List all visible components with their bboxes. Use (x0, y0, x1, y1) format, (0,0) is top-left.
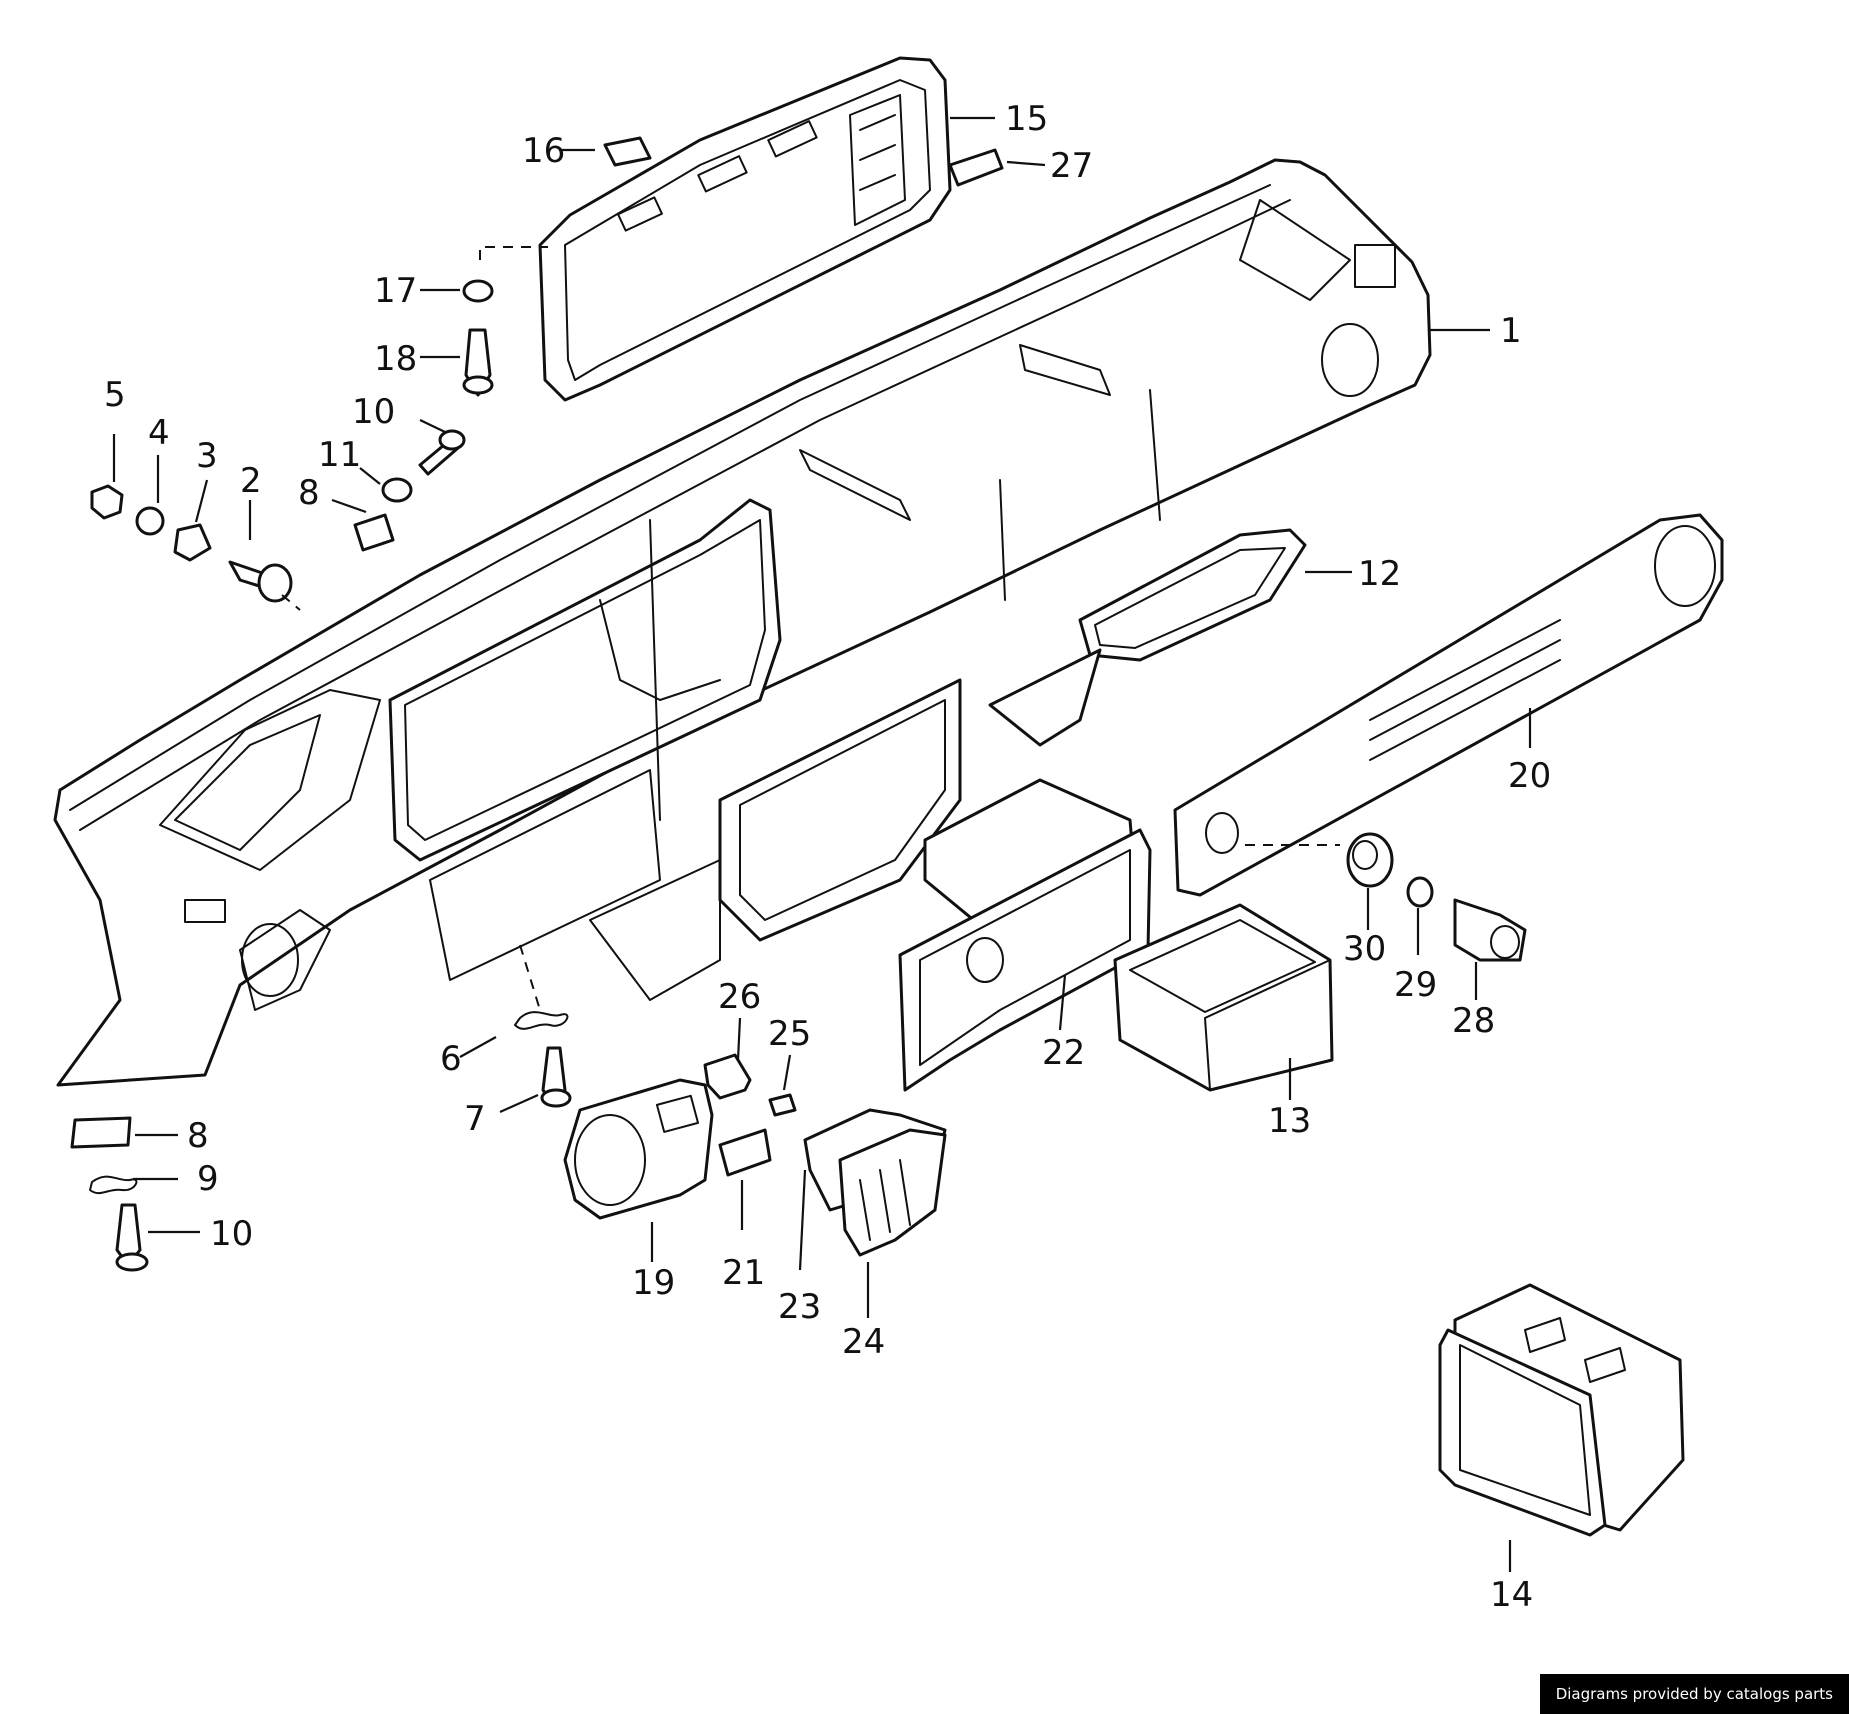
callout-8-bottom: 8 (187, 1116, 209, 1156)
callout-16: 16 (522, 131, 565, 171)
callout-15: 15 (1005, 99, 1048, 139)
callout-labels: 1 2 3 4 5 6 7 8 8 9 10 10 11 12 13 14 15… (104, 99, 1551, 1615)
callout-27: 27 (1050, 146, 1093, 186)
callout-9: 9 (197, 1159, 219, 1199)
callout-12: 12 (1358, 554, 1401, 594)
leader-lines (112, 116, 1532, 1572)
callout-5: 5 (104, 375, 126, 415)
callout-26: 26 (718, 977, 761, 1017)
part-ashtray (1438, 1283, 1685, 1537)
callout-10-top: 10 (352, 392, 395, 432)
callout-18: 18 (374, 339, 417, 379)
callout-4: 4 (148, 413, 170, 453)
callout-30: 30 (1343, 929, 1386, 969)
callout-2: 2 (240, 461, 262, 501)
part-glove-box-drawer (1113, 903, 1334, 1092)
callout-14: 14 (1490, 1575, 1533, 1615)
part-small-components (70, 136, 1527, 1272)
callout-20: 20 (1508, 756, 1551, 796)
part-lower-trim-panel (1173, 513, 1724, 897)
part-glove-box-housing (898, 778, 1152, 1092)
callout-1: 1 (1500, 311, 1522, 351)
part-gauge-bezel (563, 1078, 714, 1220)
callout-17: 17 (374, 271, 417, 311)
callout-25: 25 (768, 1014, 811, 1054)
diagram-credit: Diagrams provided by catalogs parts (1539, 1674, 1849, 1714)
callout-28: 28 (1452, 1001, 1495, 1041)
part-instrument-cluster-frame (538, 56, 952, 402)
part-switch-bracket (803, 1108, 947, 1257)
callout-29: 29 (1394, 965, 1437, 1005)
part-center-vent (988, 528, 1307, 747)
callout-10-bottom: 10 (210, 1214, 253, 1254)
callout-13: 13 (1268, 1101, 1311, 1141)
callout-11: 11 (318, 435, 361, 475)
callout-8-top: 8 (298, 473, 320, 513)
callout-22: 22 (1042, 1033, 1085, 1073)
part-dashboard-body (53, 158, 1432, 1087)
callout-21: 21 (722, 1253, 765, 1293)
callout-24: 24 (842, 1322, 885, 1362)
callout-23: 23 (778, 1287, 821, 1327)
callout-7: 7 (464, 1099, 486, 1139)
callout-19: 19 (632, 1263, 675, 1303)
callout-6: 6 (440, 1039, 462, 1079)
callout-3: 3 (196, 436, 218, 476)
